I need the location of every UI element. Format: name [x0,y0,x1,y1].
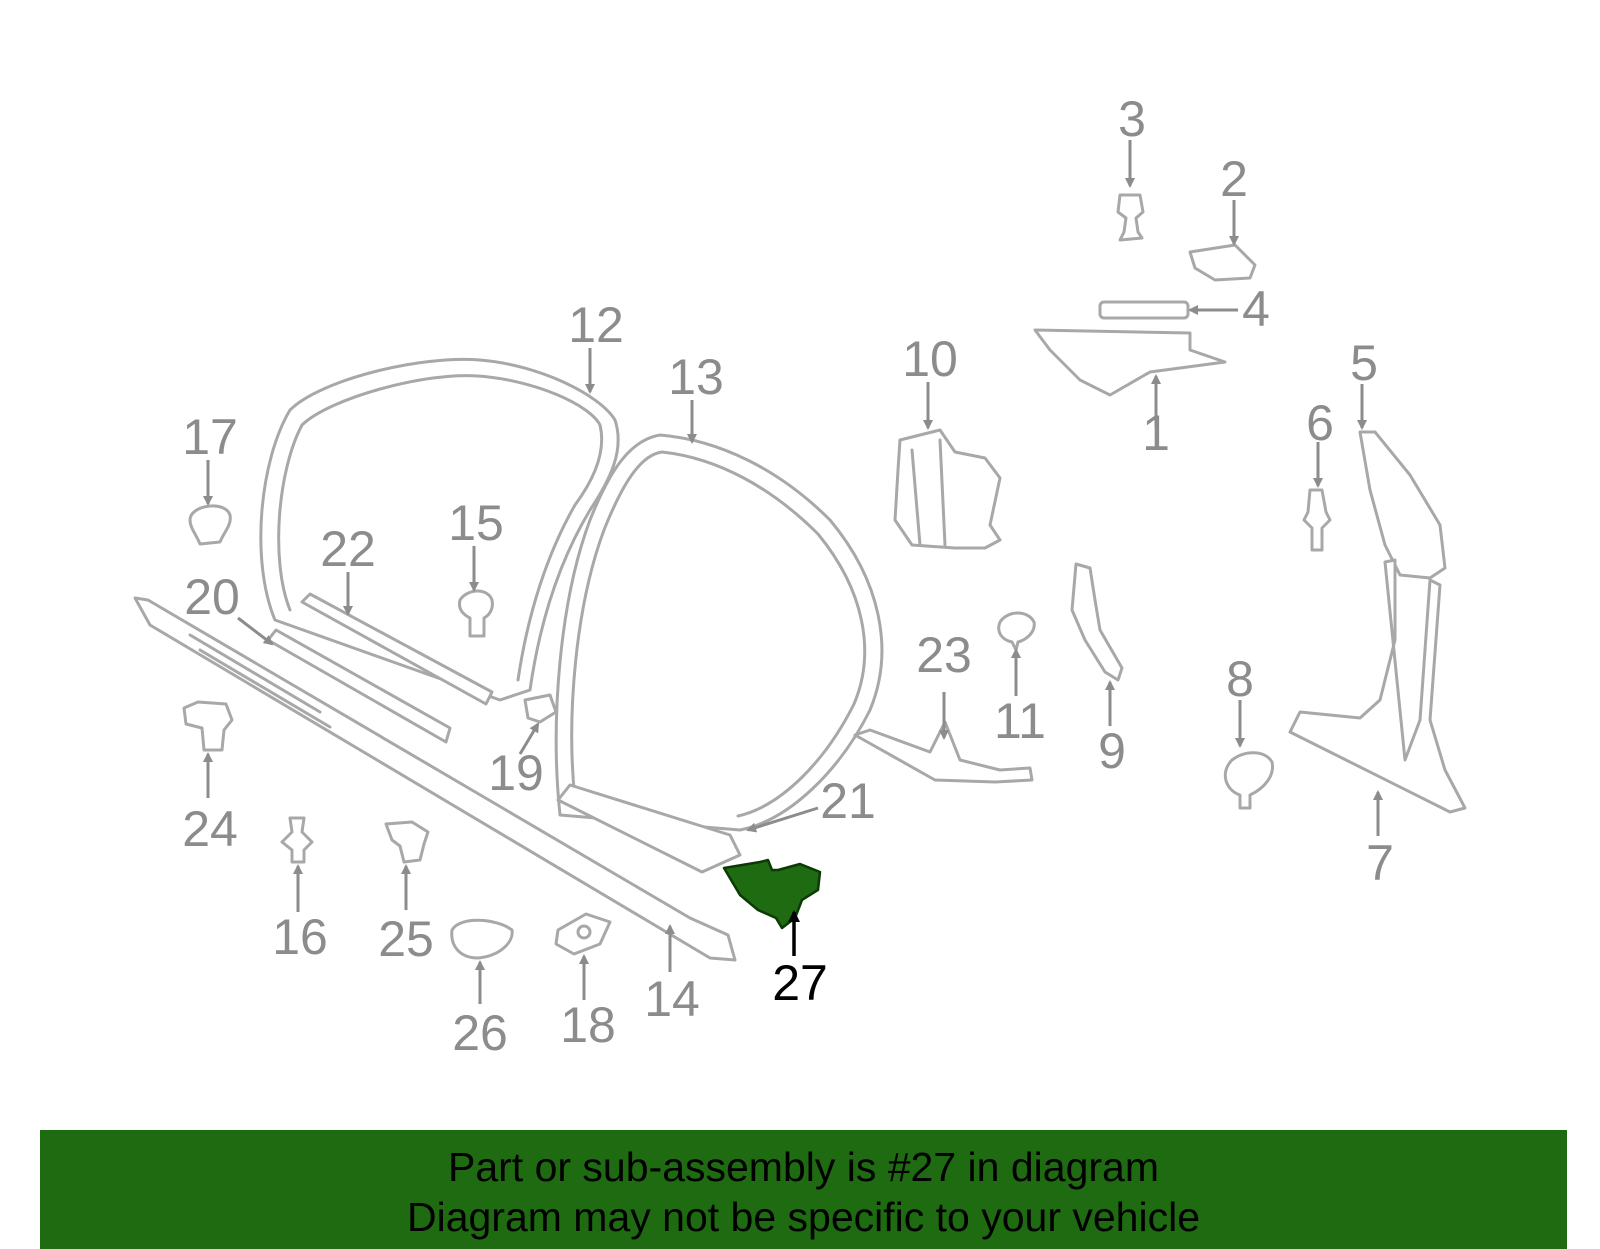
part-2-bracket[interactable] [1188,243,1257,282]
part-13-door-seal[interactable] [554,433,884,832]
callout-27-selected: 27 [772,955,828,1011]
part-27-bracket[interactable] [722,858,822,930]
part-11-clip[interactable] [997,611,1036,652]
callout-11: 11 [994,693,1046,749]
callout-25: 25 [378,911,434,967]
part-12-door-seal[interactable] [259,357,620,702]
part-8-clip[interactable] [1223,751,1275,810]
parts-diagram: 1 2 3 4 5 6 7 8 9 10 11 12 13 14 15 16 1… [133,91,1467,1061]
callout-8: 8 [1226,651,1254,707]
part-15-clip[interactable] [458,589,494,638]
part-16-rivet[interactable] [280,816,314,864]
part-6-clip[interactable] [1302,488,1332,552]
callout-5: 5 [1350,335,1378,391]
part-17-grommet[interactable] [188,504,232,546]
part-18-nut-plate[interactable] [554,912,612,956]
callout-3: 3 [1118,91,1146,147]
callout-23: 23 [916,627,972,683]
callout-15: 15 [448,495,504,551]
part-25-clip[interactable] [384,820,430,864]
part-21-sill-plate[interactable] [556,783,742,874]
callout-9: 9 [1098,723,1126,779]
callout-21: 21 [820,773,876,829]
info-banner: Part or sub-assembly is #27 in diagram D… [40,1130,1567,1249]
part-24-clip[interactable] [182,700,234,752]
callout-4: 4 [1242,281,1270,337]
callout-26: 26 [452,1005,508,1061]
callout-17: 17 [182,409,238,465]
part-9-bracket[interactable] [1070,562,1124,682]
callout-16: 16 [272,909,328,965]
part-19-cover[interactable] [523,693,558,724]
part-23-trim[interactable] [853,720,1034,784]
banner-line-1: Part or sub-assembly is #27 in diagram [448,1144,1159,1190]
part-3-clip[interactable] [1116,193,1145,242]
callout-6: 6 [1306,395,1334,451]
callout-14: 14 [644,971,700,1027]
part-20-sill-plate[interactable] [266,628,452,744]
callout-7: 7 [1366,835,1394,891]
part-10-pillar-trim[interactable] [893,428,1002,550]
callout-1: 1 [1142,405,1170,461]
callout-19: 19 [488,745,544,801]
callout-12: 12 [568,297,624,353]
part-5-quarter-trim[interactable] [1358,430,1447,580]
part-26-cap[interactable] [450,918,514,960]
part-14-rocker-panel[interactable] [133,596,737,962]
part-7-pillar-trim[interactable] [1288,558,1467,814]
callout-20: 20 [184,569,240,625]
callout-13: 13 [668,349,724,405]
callout-10: 10 [902,331,958,387]
part-22-sill-plate[interactable] [300,592,494,706]
callout-2: 2 [1220,151,1248,207]
callout-18: 18 [560,997,616,1053]
callout-24: 24 [182,801,238,857]
banner-line-2: Diagram may not be specific to your vehi… [406,1194,1200,1240]
part-4-strip[interactable] [1098,300,1190,320]
part-1-upper-trim[interactable] [1033,328,1227,397]
callout-22: 22 [320,521,376,577]
